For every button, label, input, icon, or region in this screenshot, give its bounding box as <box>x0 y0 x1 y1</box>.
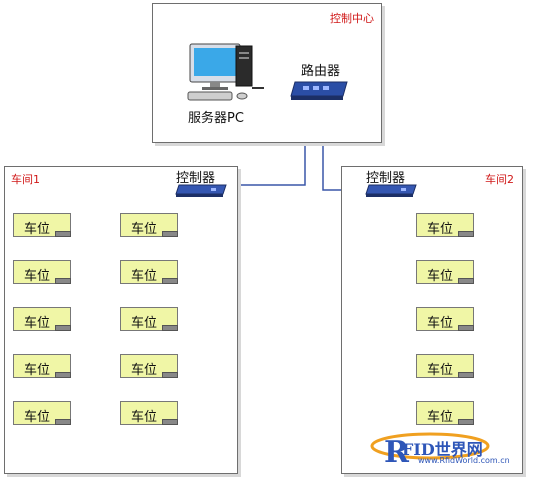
parking-slot: 车位 <box>416 213 474 237</box>
slot-sensor <box>55 278 71 284</box>
parking-slot: 车位 <box>416 260 474 284</box>
desktop-pc-icon <box>187 43 264 101</box>
slot-label: 车位 <box>24 222 51 237</box>
parking-slot: 车位 <box>416 354 474 378</box>
slot-sensor <box>458 231 474 237</box>
parking-slot: 车位 <box>120 401 178 425</box>
controller-1-icon <box>175 184 227 197</box>
svg-text:R: R <box>384 435 410 470</box>
workshop-1-controller-label: 控制器 <box>176 171 216 186</box>
control-center-label: 控制中心 <box>330 12 374 25</box>
slot-label: 车位 <box>131 269 158 284</box>
slot-label: 车位 <box>427 363 454 378</box>
slot-sensor <box>162 372 178 378</box>
slot-sensor <box>458 419 474 425</box>
router-icon <box>290 81 348 100</box>
parking-slot: 车位 <box>416 401 474 425</box>
slot-label: 车位 <box>427 410 454 425</box>
workshop-2-controller-label: 控制器 <box>366 171 406 186</box>
workshop-1-label: 车间1 <box>11 173 40 186</box>
parking-slot: 车位 <box>13 401 71 425</box>
server-label: 服务器PC <box>188 111 244 126</box>
slot-sensor <box>458 325 474 331</box>
slot-sensor <box>162 278 178 284</box>
parking-slot: 车位 <box>13 213 71 237</box>
parking-slot: 车位 <box>13 354 71 378</box>
parking-slot: 车位 <box>416 307 474 331</box>
parking-slot: 车位 <box>13 260 71 284</box>
parking-slot: 车位 <box>120 307 178 331</box>
controller-2-icon <box>365 184 417 197</box>
slot-label: 车位 <box>24 363 51 378</box>
slot-label: 车位 <box>131 410 158 425</box>
router-label: 路由器 <box>301 64 341 79</box>
slot-label: 车位 <box>131 222 158 237</box>
slot-label: 车位 <box>24 316 51 331</box>
slot-sensor <box>55 372 71 378</box>
workshop-2-label: 车间2 <box>485 173 514 186</box>
slot-label: 车位 <box>24 269 51 284</box>
parking-slot: 车位 <box>120 213 178 237</box>
parking-slot: 车位 <box>13 307 71 331</box>
slot-sensor <box>162 419 178 425</box>
watermark-url: www.RfidWorld.com.cn <box>418 456 510 465</box>
slot-sensor <box>55 325 71 331</box>
slot-sensor <box>162 231 178 237</box>
watermark-text: FID世界网 <box>402 440 483 459</box>
slot-sensor <box>55 231 71 237</box>
slot-sensor <box>162 325 178 331</box>
slot-sensor <box>55 419 71 425</box>
parking-slot: 车位 <box>120 260 178 284</box>
slot-label: 车位 <box>427 269 454 284</box>
slot-label: 车位 <box>131 363 158 378</box>
slot-label: 车位 <box>24 410 51 425</box>
slot-sensor <box>458 278 474 284</box>
slot-label: 车位 <box>131 316 158 331</box>
parking-slot: 车位 <box>120 354 178 378</box>
slot-sensor <box>458 372 474 378</box>
rfid-watermark-logo: R <box>370 432 490 470</box>
slot-label: 车位 <box>427 222 454 237</box>
slot-label: 车位 <box>427 316 454 331</box>
